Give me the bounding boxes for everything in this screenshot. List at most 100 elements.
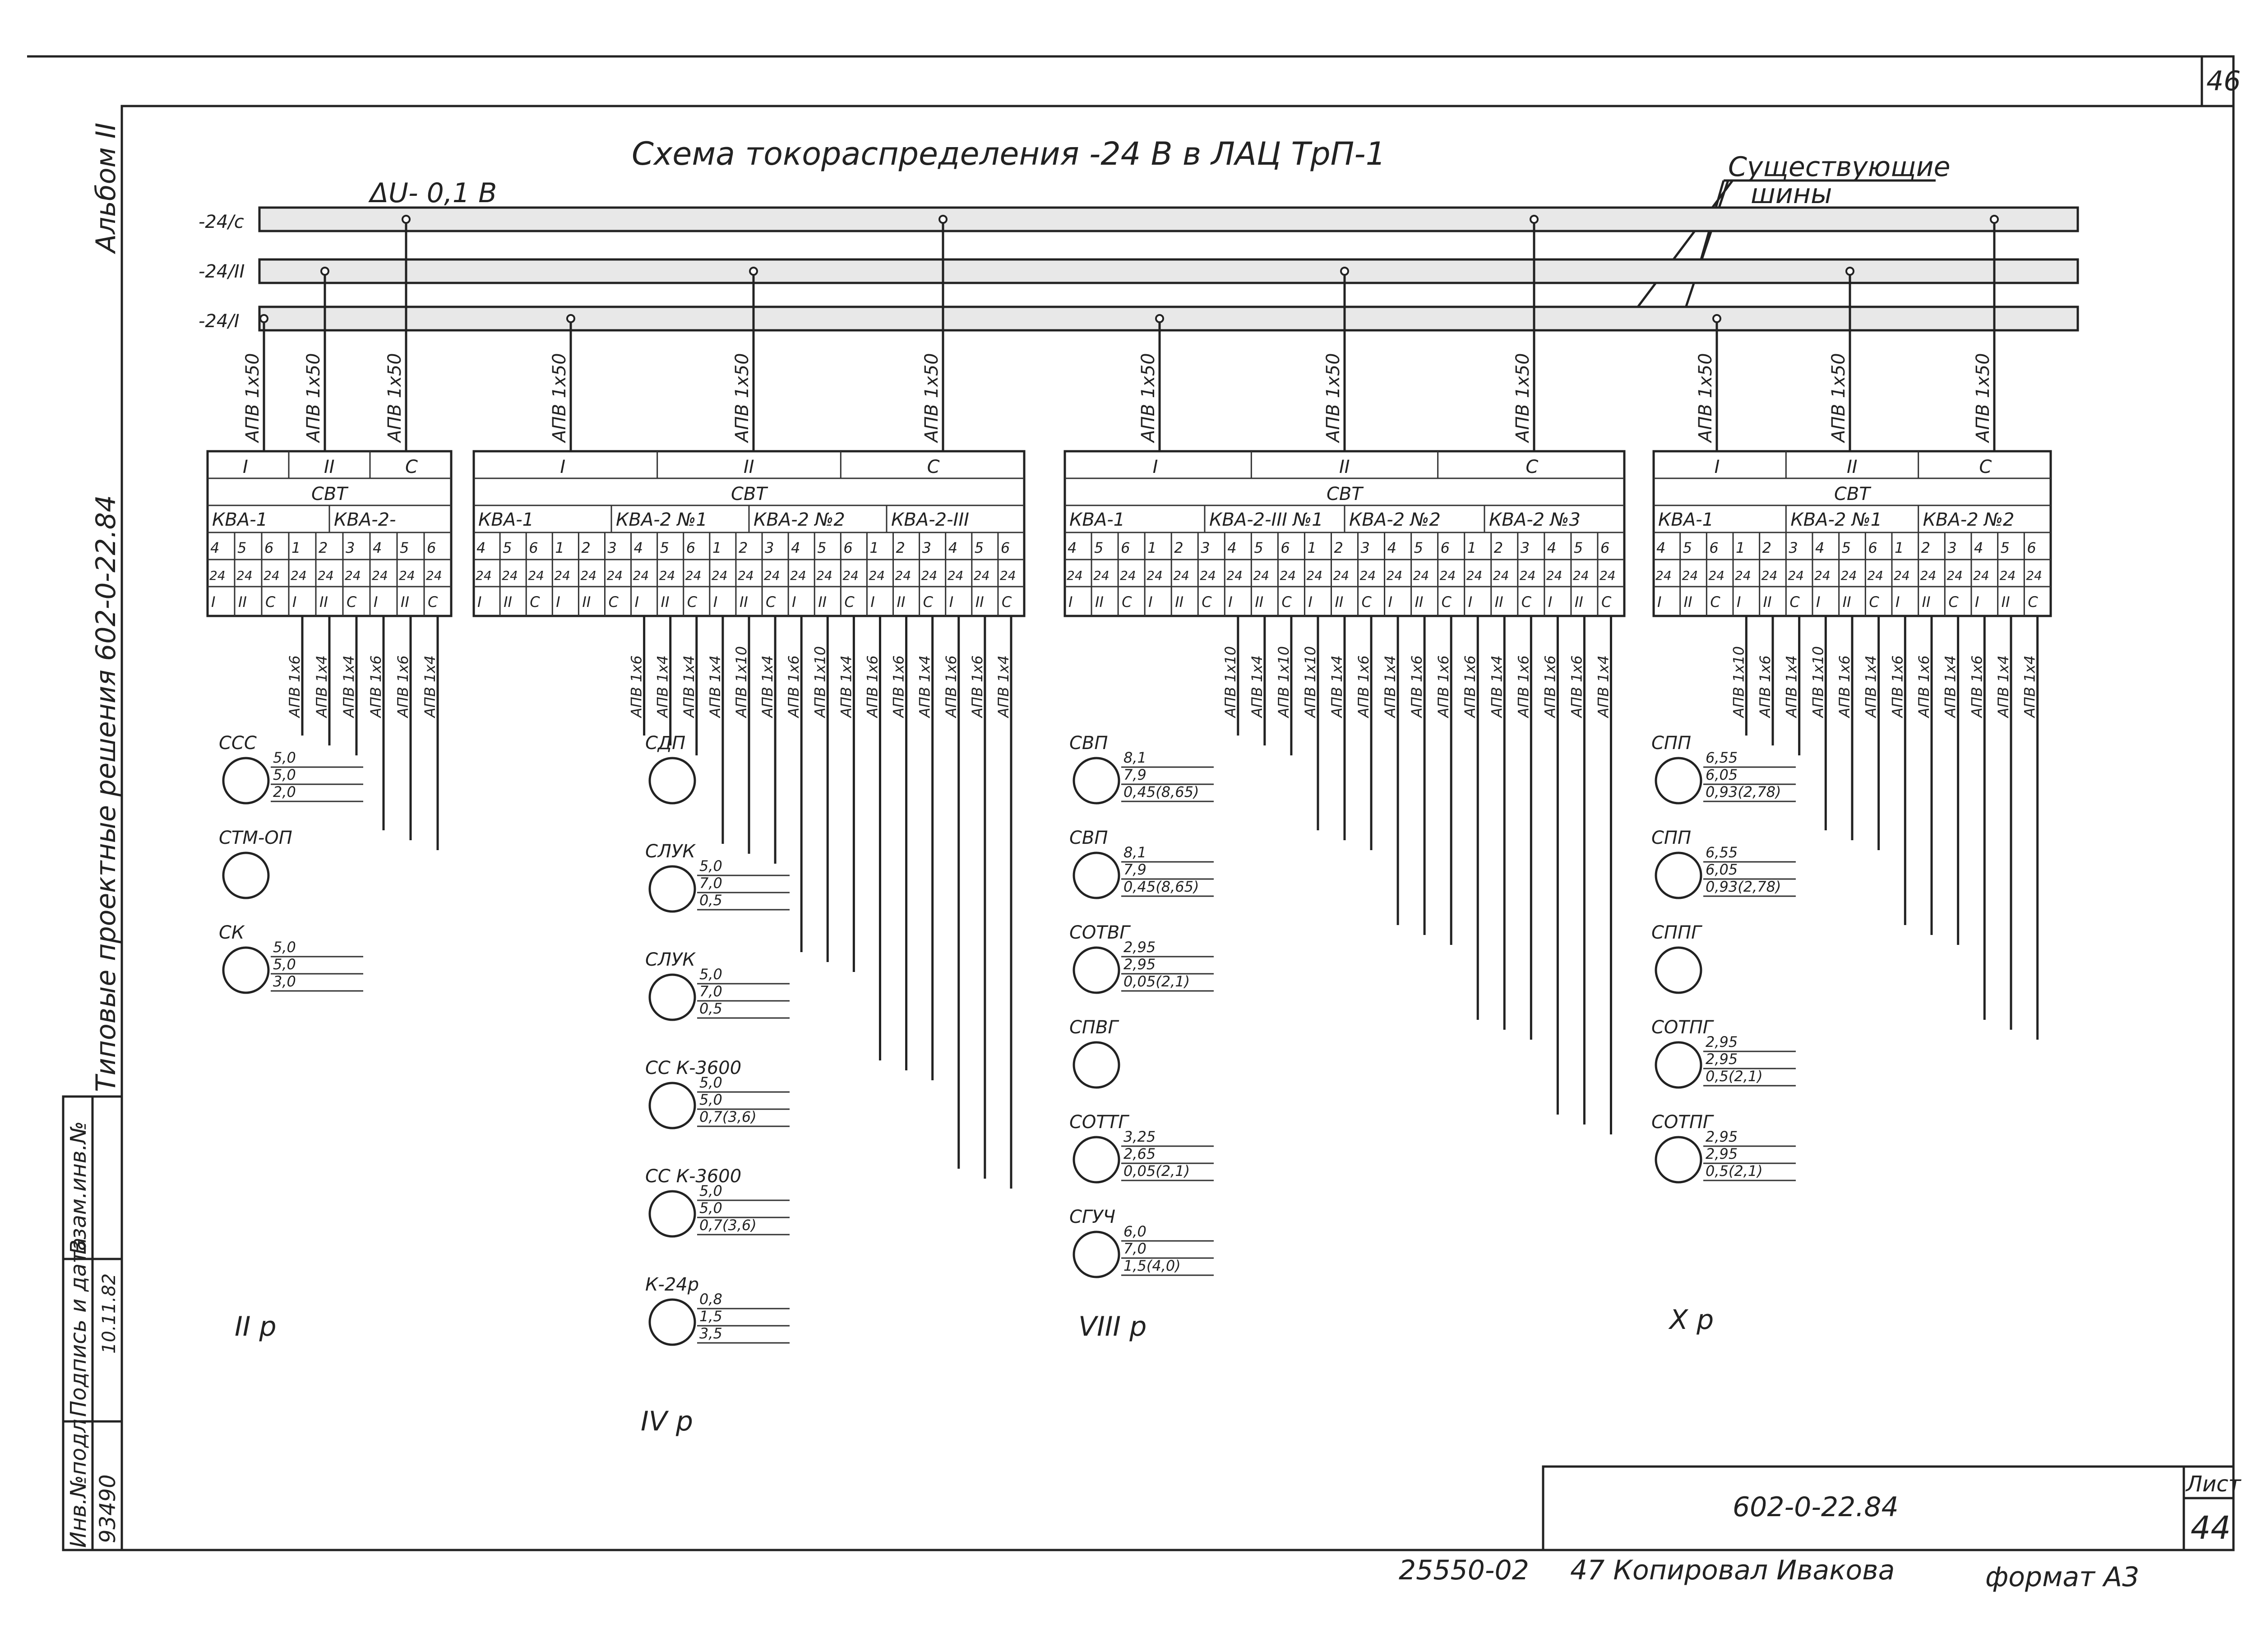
cell-number: 5 [503,539,512,556]
bus-tap [1155,314,1164,323]
cell-voltage: 24 [1173,568,1189,583]
cell-phase: С [1521,593,1532,611]
cell-voltage: 24 [1920,568,1937,583]
cell-phase: С [428,593,438,611]
panel-title: СВТ [1834,484,1872,504]
cell-number: 4 [1547,539,1556,556]
cell-voltage: 24 [1867,568,1883,583]
load-name: СВП [1069,733,1108,754]
cell-number: 6 [1868,539,1877,556]
cell-number: 3 [607,539,616,556]
cell-voltage: 24 [1788,568,1804,583]
cell-number: 2 [319,539,328,556]
cell-number: 6 [1281,539,1290,556]
load-value: 2,95 [1706,1033,1738,1050]
section-label: II [1339,457,1350,477]
cell-phase: С [347,593,357,611]
breaker-label: КВА-2 №1 [616,509,707,530]
cell-phase: I [1975,593,1979,611]
load-value: 8,1 [1123,749,1146,766]
feeder-label: АПВ 1х4 [707,655,724,718]
panel-title: СВТ [1327,484,1364,504]
load-value: 0,93(2,78) [1706,878,1781,895]
cell-number: 4 [210,539,219,556]
format-label: формат А3 [1985,1561,2139,1593]
cell-phase: I [1548,593,1552,611]
cell-voltage: 24 [264,568,280,583]
section-label: I [1715,457,1720,477]
cell-voltage: 24 [974,568,990,583]
cell-phase: С [2028,593,2038,611]
sheet-frame: 46 [27,55,2241,1551]
bus-tap [749,267,758,276]
feeder-label: АПВ 1х6 [1915,655,1932,718]
cell-phase: С [1789,593,1800,611]
load-circle [648,757,696,805]
cell-phase: II [1335,593,1343,611]
cell-number: 3 [1947,539,1956,556]
load-name: СПП [1651,733,1691,754]
load-value: 6,55 [1706,844,1738,861]
load-circle [648,1082,696,1129]
feeder-label: АПВ 1х10 [1222,646,1239,718]
cell-number: 6 [1001,539,1010,556]
breaker-label: КВА-2-III [891,509,969,530]
load-value: 0,7(3,6) [699,1108,757,1125]
feeder-label: АПВ 1х10 [1809,646,1826,718]
cell-voltage: 24 [345,568,361,583]
load-name: СОТПГ [1651,1112,1714,1133]
load-circle [1073,946,1120,994]
sheet-label: Лист [2185,1472,2242,1497]
bus-label-c: -24/с [199,212,244,232]
cell-phase: I [292,593,296,611]
load-name: СЛУК [645,841,696,862]
cell-phase: С [766,593,776,611]
cell-number: 5 [660,539,669,556]
load-value: 6,05 [1706,766,1738,783]
feeder-label: АПВ 1х6 [943,655,960,718]
cell-voltage: 24 [528,568,544,583]
cell-number: 4 [634,539,643,556]
load-value: 0,5(2,1) [1706,1068,1763,1085]
field-replace-inv: Взам.инв.№ [66,1121,91,1254]
section-label: II [744,457,754,477]
cell-number: 1 [1895,539,1904,556]
feeder-label: АПВ 1х6 [628,655,645,718]
copied-by: 47 Копировал Ивакова [1570,1555,1895,1586]
load-name: СС К-3600 [645,1058,741,1078]
load-value: 7,9 [1123,766,1146,783]
load-value: 2,95 [1706,1050,1738,1068]
feeder-label: АПВ 1х4 [1248,655,1266,718]
feeder-label: АПВ 1х10 [1275,646,1292,718]
load-circle [1655,946,1702,994]
load-value: 0,05(2,1) [1123,973,1190,990]
cell-number: 6 [686,539,695,556]
drop-cable-label: АПВ 1х50 [1138,353,1159,444]
breaker-label: КВА-2 №2 [1923,509,2015,530]
voltage-drop: ΔU- 0,1 В [368,177,497,209]
feeder-label: АПВ 1х6 [286,655,303,718]
diagram-title: Схема токораспределения -24 В в ЛАЦ ТрП-… [632,135,1386,172]
feeder-label: АПВ 1х6 [1515,655,1532,718]
cell-voltage: 24 [554,568,570,583]
cell-phase: II [975,593,984,611]
load-value: 5,0 [273,749,296,766]
load-name: СОТТГ [1069,1112,1129,1133]
breaker-label: КВА-2- [334,509,396,530]
feeder-label: АПВ 1х10 [1730,646,1747,718]
cell-phase: С [1362,593,1372,611]
bus-label-i: -24/I [199,311,240,332]
cell-number: 5 [1842,539,1851,556]
feeder-label: АПВ 1х4 [1783,655,1800,718]
cell-number: 3 [765,539,774,556]
feeder-label: АПВ 1х4 [313,655,330,718]
cell-voltage: 24 [1333,568,1349,583]
cell-number: 1 [712,539,721,556]
cell-phase: С [687,593,698,611]
load-name: СОТВГ [1069,922,1131,943]
title-block: 602-0-22.84 Лист 44 [1542,1465,2242,1551]
cell-phase: I [792,593,796,611]
cell-phase: I [1388,593,1392,611]
cell-phase: II [1684,593,1692,611]
